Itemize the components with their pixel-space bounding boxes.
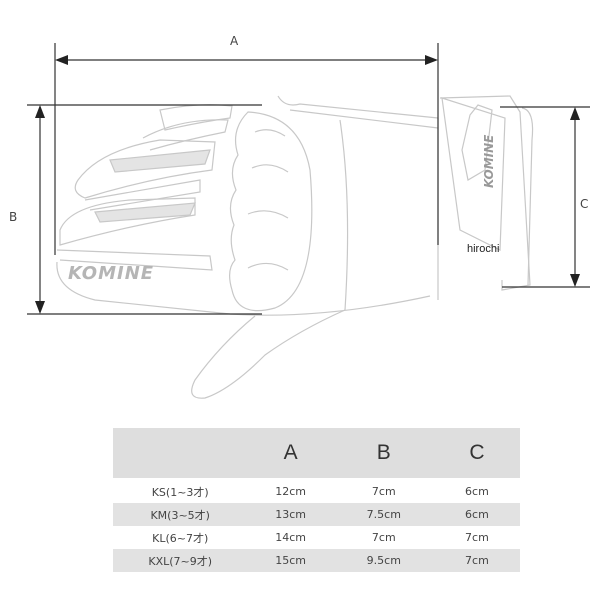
size-table: A B C KS(1~3才) 12cm 7cm 6cm KM(3~5才) 13c…	[113, 428, 520, 572]
c-cell: 6cm	[433, 478, 520, 503]
table-header-row: A B C	[113, 428, 520, 479]
table-row: KL(6~7才) 14cm 7cm 7cm	[113, 526, 520, 549]
header-c: C	[433, 428, 520, 479]
header-b: B	[333, 428, 434, 479]
size-cell: KXL(7~9才)	[113, 549, 248, 572]
b-cell: 7cm	[333, 478, 434, 503]
c-cell: 6cm	[433, 503, 520, 526]
b-cell: 7cm	[371, 531, 396, 544]
header-size	[113, 428, 248, 479]
dimension-label-c: C	[580, 197, 589, 211]
size-cell: KM(3~5才)	[113, 503, 248, 526]
b-cell: 9.5cm	[333, 549, 434, 572]
watermark: hirochi	[467, 243, 500, 255]
table-row: KM(3~5才) 13cm 7.5cm 6cm	[113, 503, 520, 526]
a-cell: 14cm	[275, 531, 306, 544]
dimension-lines	[27, 43, 590, 315]
size-cell: KL(6~7才)	[152, 531, 209, 545]
table-row: KS(1~3才) 12cm 7cm 6cm	[113, 478, 520, 503]
a-cell: 13cm	[247, 503, 334, 526]
glove-outline	[56, 95, 534, 399]
dimension-label-b: B	[9, 210, 18, 224]
glove-logo: KOMINE	[68, 263, 154, 284]
c-cell: 7cm	[433, 549, 520, 572]
c-cell: 7cm	[465, 531, 489, 544]
a-cell: 15cm	[247, 549, 334, 572]
size-cell: KS(1~3才)	[113, 478, 248, 503]
dimension-label-a: A	[230, 34, 239, 48]
header-a: A	[247, 428, 334, 479]
glove-size-diagram: KOMINE KOMINE	[27, 43, 590, 399]
b-cell: 7.5cm	[333, 503, 434, 526]
a-cell: 12cm	[247, 478, 334, 503]
table-row: KXL(7~9才) 15cm 9.5cm 7cm	[113, 549, 520, 572]
cuff-logo: KOMINE	[482, 134, 496, 188]
